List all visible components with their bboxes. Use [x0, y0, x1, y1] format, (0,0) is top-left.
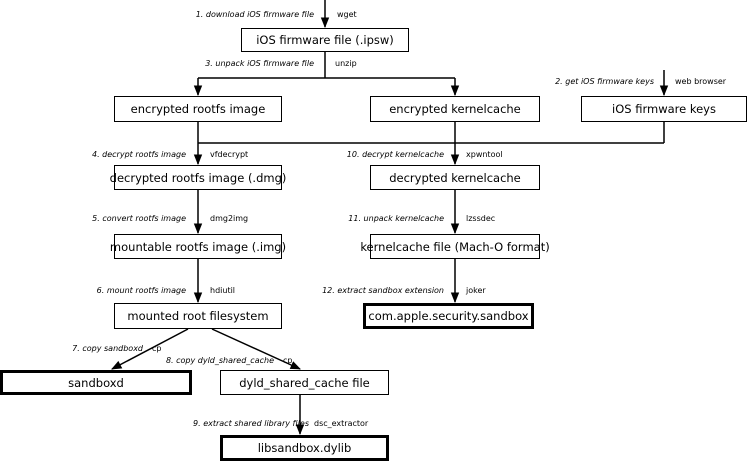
step-label-decrypt-kernel: 10. decrypt kernelcache [346, 150, 444, 159]
box-decrypted-rootfs: decrypted rootfs image (.dmg) [110, 165, 286, 190]
step-label-convert-rootfs: 5. convert rootfs image [92, 214, 186, 223]
step-label-get-keys: 2. get iOS firmware keys [555, 77, 654, 86]
tool-label-vfdecrypt: vfdecrypt [210, 150, 249, 159]
step-label-unpack-firmware: 3. unpack iOS firmware file [205, 59, 314, 68]
arrow-copy-sandboxd [111, 328, 189, 370]
box-sandboxd: sandboxd [0, 370, 192, 395]
box-mountable-rootfs: mountable rootfs image (.img) [110, 234, 286, 259]
tool-label-hdiutil: hdiutil [210, 286, 236, 295]
box-kernelcache-file: kernelcache file (Mach-O format) [360, 234, 550, 259]
tool-label-joker: joker [466, 286, 486, 295]
tool-label-wget: wget [337, 10, 357, 19]
step-label-unpack-kernel: 11. unpack kernelcache [348, 214, 444, 223]
tool-label-dmg2img: dmg2img [210, 214, 249, 223]
step-label-decrypt-rootfs: 4. decrypt rootfs image [91, 150, 186, 159]
box-dyld-shared-cache: dyld_shared_cache file [220, 370, 389, 395]
tool-label-cp-dyld: cp [283, 356, 293, 365]
arrow-copy-dyld [211, 328, 301, 370]
box-ipsw: iOS firmware file (.ipsw) [241, 28, 409, 52]
tool-label-lzssdec: lzssdec [466, 214, 496, 223]
step-label-extract-sandbox: 12. extract sandbox extension [322, 286, 444, 295]
step-label-copy-sandboxd: 7. copy sandboxd [72, 344, 143, 353]
tool-label-xpwntool: xpwntool [466, 150, 503, 159]
tool-label-unzip: unzip [335, 59, 357, 68]
step-label-extract-libs: 9. extract shared library files [193, 419, 309, 428]
box-encrypted-kernelcache: encrypted kernelcache [370, 96, 540, 122]
box-encrypted-rootfs: encrypted rootfs image [114, 96, 282, 122]
tool-label-dsc-extractor: dsc_extractor [314, 419, 369, 428]
tool-label-cp-sandboxd: cp [152, 344, 162, 353]
box-sandbox-extension: com.apple.security.sandbox [363, 303, 534, 329]
step-label-download: 1. download iOS firmware file [195, 10, 314, 19]
step-label-copy-dyld: 8. copy dyld_shared_cache [165, 356, 274, 365]
box-firmware-keys: iOS firmware keys [581, 96, 747, 122]
box-decrypted-kernelcache: decrypted kernelcache [370, 165, 540, 190]
step-label-mount-rootfs: 6. mount rootfs image [96, 286, 186, 295]
box-mounted-root: mounted root filesystem [114, 303, 282, 329]
tool-label-web-browser: web browser [675, 77, 727, 86]
box-libsandbox: libsandbox.dylib [220, 435, 389, 461]
